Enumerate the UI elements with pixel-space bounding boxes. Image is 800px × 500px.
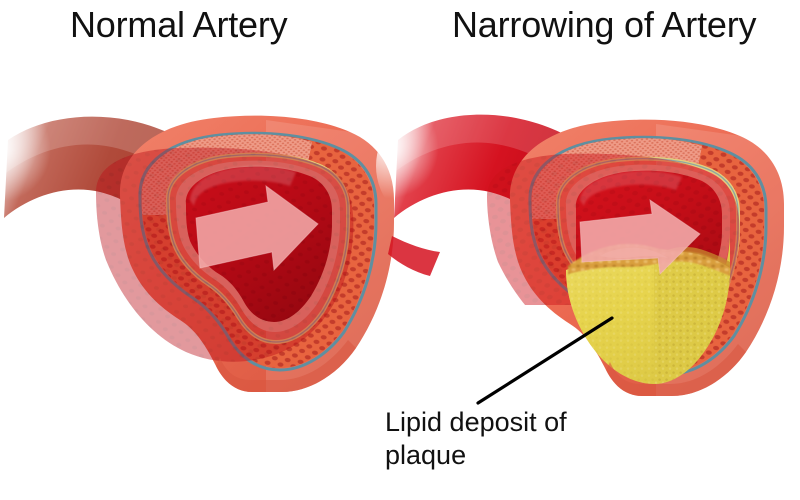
normal-artery-illustration xyxy=(0,106,394,393)
panel-title-narrowed-artery: Narrowing of Artery xyxy=(452,4,757,45)
caption-line-2: plaque xyxy=(385,440,467,470)
plaque-caption: Lipid deposit of plaque xyxy=(385,406,615,472)
plaque-lipid-deposit xyxy=(566,228,730,384)
narrowed-artery-illustration xyxy=(376,106,784,397)
blood-flow-arrow-normal xyxy=(195,184,319,272)
panel-title-normal-artery: Normal Artery xyxy=(70,4,288,45)
caption-line-1: Lipid deposit of xyxy=(385,407,567,437)
wall-cut-slab-narrowed xyxy=(606,344,746,396)
plaque-leader-line xyxy=(476,316,614,405)
blood-flow-arrow-narrowed xyxy=(579,198,701,276)
wall-cut-slab-normal xyxy=(216,340,356,392)
